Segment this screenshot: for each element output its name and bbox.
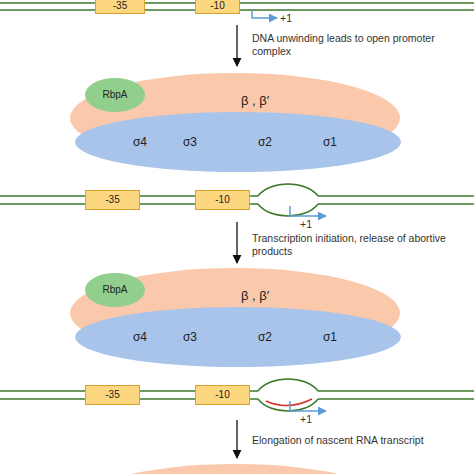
polymerase-core: β , β′ RbpA σ4 σ3 σ2 σ1 bbox=[70, 73, 400, 163]
start-site-label: +1 bbox=[300, 413, 340, 426]
node-label: σ4 bbox=[133, 136, 147, 148]
step-description: DNA unwinding leads to open promoter com… bbox=[252, 32, 452, 58]
node-label: σ3 bbox=[183, 136, 197, 148]
rbpa-factor: RbpA bbox=[85, 273, 145, 307]
step-description: Elongation of nascent RNA transcript bbox=[252, 434, 467, 447]
ellipse-shape bbox=[75, 307, 401, 367]
start-site-arrow bbox=[252, 10, 277, 18]
node-label: -10 bbox=[210, 1, 224, 11]
ellipse-shape bbox=[85, 78, 145, 112]
sigma-factor: σ4 σ3 σ2 σ1 bbox=[75, 112, 401, 172]
node-label: σ3 bbox=[183, 331, 197, 343]
promoter-box: -35 bbox=[95, 0, 145, 14]
ellipse-outline bbox=[75, 307, 401, 367]
dna-duplex bbox=[0, 379, 474, 411]
promoter-box: -10 bbox=[195, 190, 250, 210]
start-site-arrow bbox=[290, 206, 326, 216]
node-label: -35 bbox=[113, 1, 127, 11]
node-label: RbpA bbox=[102, 285, 127, 295]
rbpa-factor: RbpA bbox=[85, 78, 145, 112]
sigma-factor: σ4 σ3 σ2 σ1 bbox=[75, 307, 401, 367]
polymerase-core bbox=[70, 464, 400, 474]
node-label: σ4 bbox=[133, 331, 147, 343]
node-label: σ2 bbox=[258, 331, 272, 343]
node-label: β , β′ bbox=[241, 94, 269, 107]
node-label: -10 bbox=[215, 390, 229, 400]
node-label: σ2 bbox=[258, 136, 272, 148]
start-site-label: +1 bbox=[280, 12, 320, 25]
nascent-rna bbox=[266, 399, 312, 406]
promoter-box: -35 bbox=[85, 190, 140, 210]
node-label: RbpA bbox=[102, 90, 127, 100]
polymerase-core: β , β′ RbpA σ4 σ3 σ2 σ1 bbox=[70, 268, 400, 358]
ellipse-outline bbox=[75, 112, 401, 172]
promoter-box: -10 bbox=[195, 0, 240, 14]
node-label: β , β′ bbox=[241, 289, 269, 302]
ellipse-shape bbox=[85, 273, 145, 307]
step-arrow bbox=[236, 222, 237, 263]
node-label: -35 bbox=[105, 390, 119, 400]
promoter-box: -35 bbox=[85, 385, 140, 405]
ellipse-shape bbox=[75, 112, 401, 172]
start-site-label: +1 bbox=[300, 218, 340, 231]
step-arrow bbox=[236, 420, 237, 458]
step-arrow bbox=[236, 25, 237, 66]
node-label: -35 bbox=[105, 195, 119, 205]
promoter-box: -10 bbox=[195, 385, 250, 405]
start-site-arrow bbox=[290, 401, 326, 411]
node-label: σ1 bbox=[323, 136, 337, 148]
dna-duplex bbox=[0, 184, 474, 216]
node-label: -10 bbox=[215, 195, 229, 205]
step-description: Transcription initiation, release of abo… bbox=[252, 232, 467, 258]
node-label: σ1 bbox=[323, 331, 337, 343]
